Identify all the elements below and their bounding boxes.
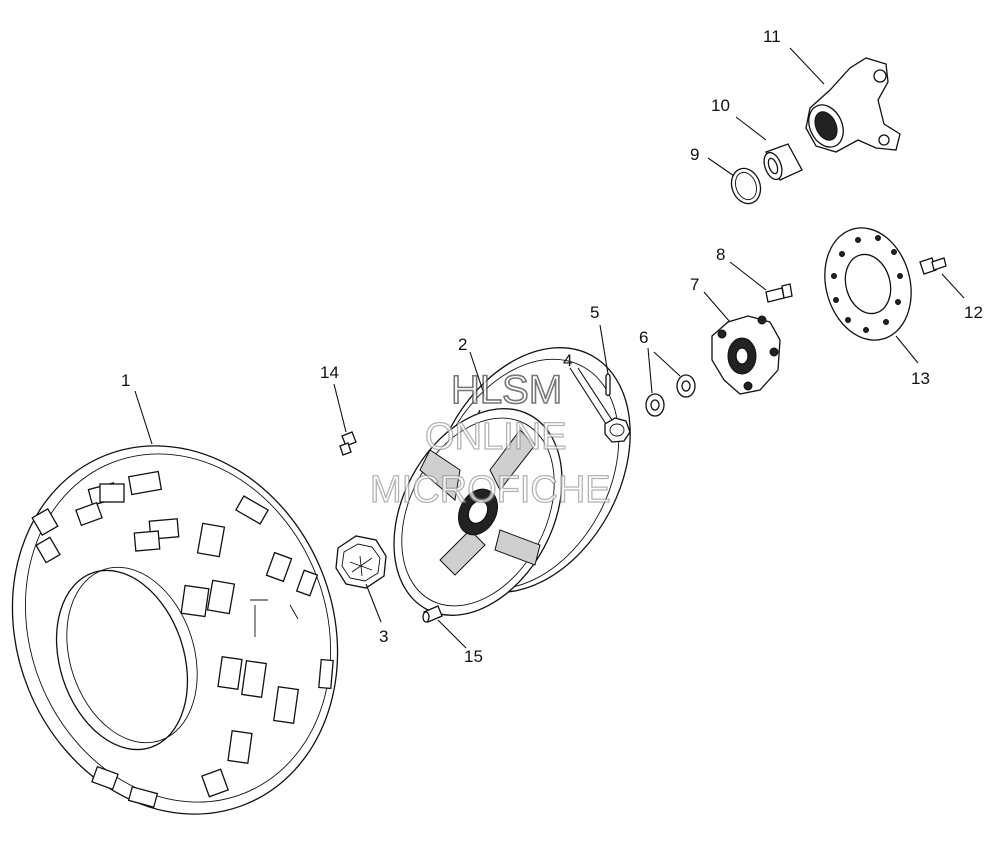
callout-8: 8 (716, 245, 725, 264)
callout-10: 10 (711, 96, 730, 115)
callout-7: 7 (690, 275, 699, 294)
part-4-lug-nut[interactable] (604, 417, 631, 443)
callout-labels: 1 2 3 4 5 6 7 8 9 10 11 12 13 14 15 (121, 27, 983, 666)
callout-15: 15 (464, 647, 483, 666)
callout-1: 1 (121, 371, 130, 390)
callout-2: 2 (458, 335, 467, 354)
part-9-snap-ring[interactable] (727, 164, 766, 207)
leader-lines (134, 47, 965, 649)
callout-5: 5 (590, 303, 599, 322)
callout-11: 11 (763, 27, 781, 46)
part-10-bearing[interactable] (761, 143, 803, 182)
part-11-knuckle[interactable] (802, 57, 901, 153)
part-8-hub-bolt[interactable] (765, 283, 793, 303)
part-13-brake-disc[interactable] (813, 218, 924, 350)
part-6-washers[interactable] (645, 374, 696, 417)
watermark-line-1: HLSM (451, 368, 562, 412)
watermark: HLSM ONLINE MICROFICHE (369, 367, 611, 511)
part-3-hub-cap[interactable] (335, 535, 387, 589)
callout-12: 12 (964, 303, 983, 322)
part-5-cotter-pin[interactable] (605, 373, 611, 397)
callout-4: 4 (563, 351, 572, 370)
callout-9: 9 (690, 145, 699, 164)
callout-14: 14 (320, 363, 339, 382)
part-12-disc-bolt[interactable] (919, 257, 947, 275)
callout-3: 3 (379, 627, 388, 646)
part-7-hub[interactable] (711, 315, 781, 395)
part-14-valve-fitting[interactable] (339, 431, 357, 456)
watermark-line-3: MICROFICHE (370, 469, 611, 511)
part-2-wheel-rim[interactable] (360, 313, 670, 644)
watermark-line-2: ONLINE (425, 416, 566, 458)
callout-6: 6 (639, 328, 648, 347)
part-15-valve-stem[interactable] (422, 605, 443, 623)
part-1-tire[interactable] (0, 397, 392, 841)
callout-13: 13 (911, 369, 930, 388)
